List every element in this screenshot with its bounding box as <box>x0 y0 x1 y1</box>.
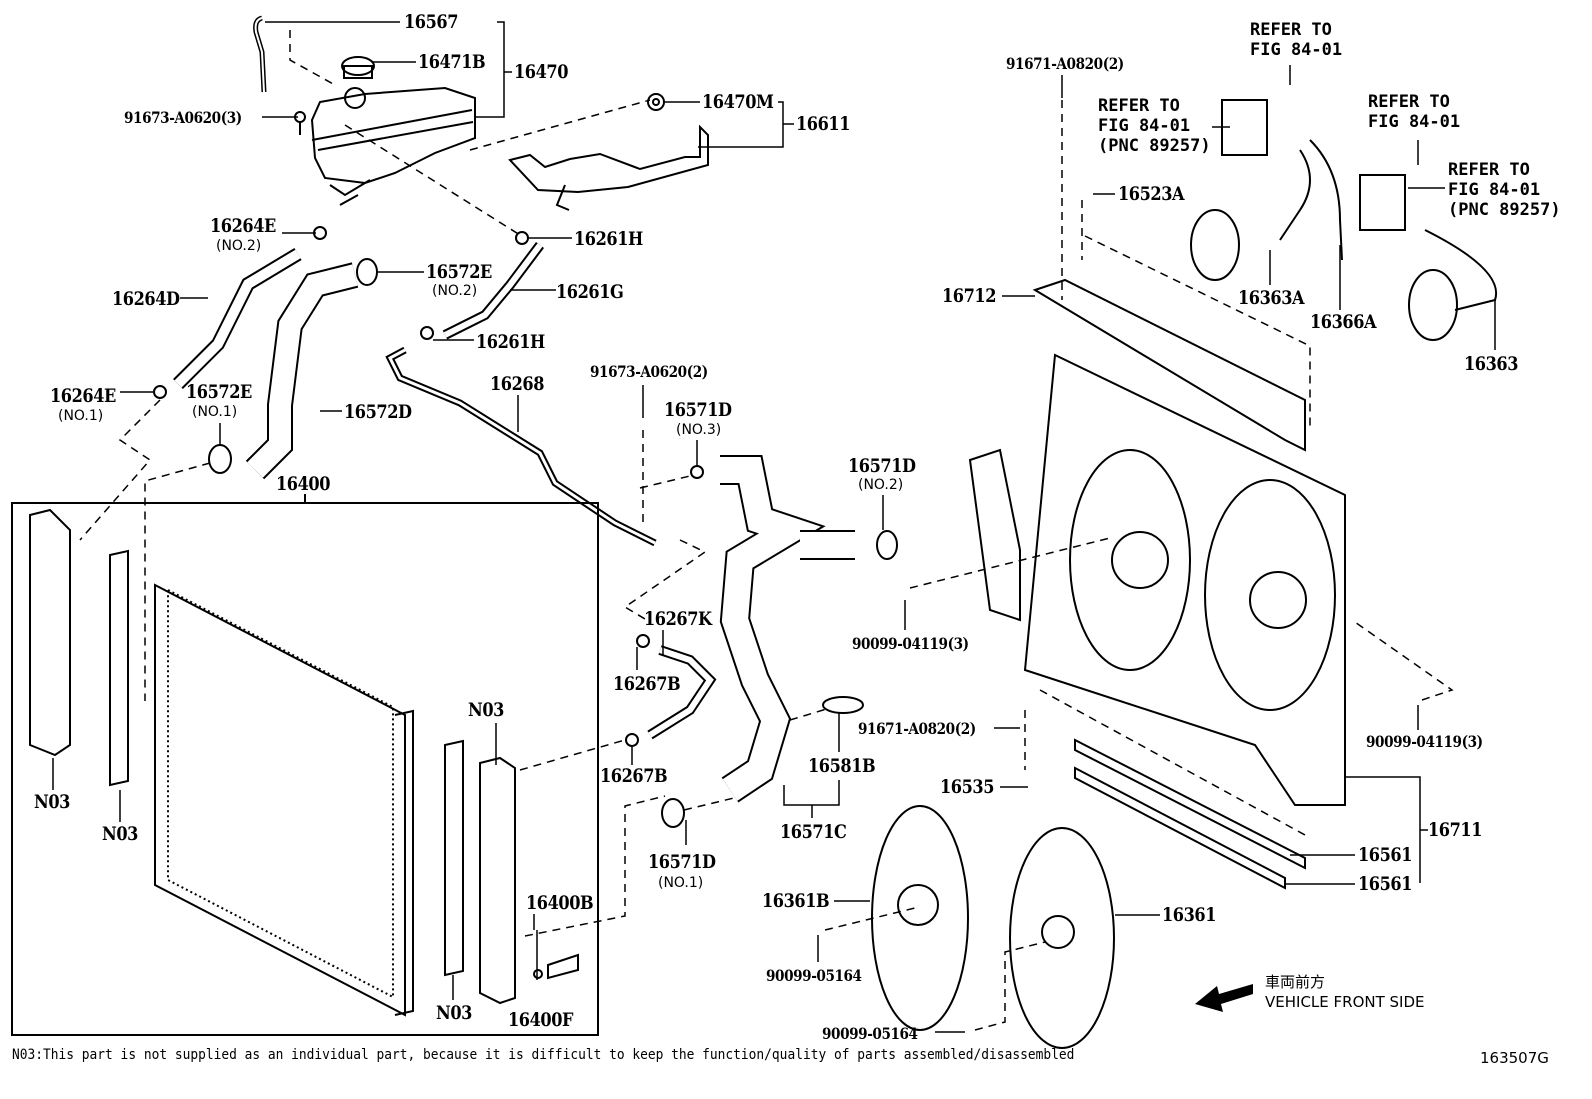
part-label[interactable]: 16581B <box>808 755 876 777</box>
seal-left <box>109 549 129 787</box>
part-label[interactable]: 16471B <box>418 51 486 73</box>
hose-16267k <box>647 645 717 740</box>
part-label[interactable]: N03 <box>102 823 138 845</box>
radiator-tank-right <box>479 756 579 1005</box>
vehicle-front-jp: 車両前方 <box>1265 973 1326 991</box>
bolt-91673-a0620-3 <box>294 111 306 135</box>
clamps <box>153 226 898 828</box>
radiator-core <box>154 583 414 1017</box>
part-label[interactable]: 16561 <box>1358 844 1413 866</box>
part-label[interactable]: 91673-A0620(2) <box>590 362 708 381</box>
pipe-16268 <box>385 346 657 547</box>
radiator-tank-left <box>29 508 71 757</box>
footnote: N03:This part is not supplied as an indi… <box>12 1047 1075 1063</box>
part-label[interactable]: 90099-05164 <box>766 966 862 985</box>
part-label[interactable]: 90099-05164 <box>822 1024 918 1043</box>
part-label[interactable]: 90099-04119(3) <box>1366 732 1483 751</box>
hose-16571c <box>719 455 855 803</box>
part-label[interactable]: 16267B <box>600 765 668 787</box>
part-label[interactable]: 16361B <box>762 890 830 912</box>
part-label[interactable]: 16361 <box>1162 904 1217 926</box>
part-label[interactable]: 16363 <box>1464 353 1519 375</box>
fan-motors <box>1190 99 1498 341</box>
part-label[interactable]: 16400B <box>526 892 594 914</box>
part-label[interactable]: N03 <box>468 699 504 721</box>
vehicle-front-en: VEHICLE FRONT SIDE <box>1265 993 1425 1011</box>
part-label[interactable]: 16571D <box>848 455 916 477</box>
part-label[interactable]: 16264D <box>112 288 180 310</box>
part-note: (NO.1) <box>58 408 104 424</box>
vehicle-front-label: 車両前方 VEHICLE FRONT SIDE <box>1265 972 1425 1012</box>
part-label[interactable]: 16400F <box>508 1009 574 1031</box>
fan-blades <box>871 805 1115 1049</box>
part-label[interactable]: 16261H <box>476 331 545 353</box>
leader-lines <box>52 21 1496 1033</box>
refer-note[interactable]: REFER TO FIG 84-01 <box>1368 92 1461 132</box>
part-note: (NO.2) <box>432 283 478 299</box>
part-label[interactable]: 16572E <box>186 381 252 403</box>
part-label[interactable]: 16363A <box>1238 287 1305 309</box>
radiator-group-box <box>11 502 599 1036</box>
reserve-tank <box>253 15 476 206</box>
part-label[interactable]: 16711 <box>1428 819 1483 841</box>
part-label[interactable]: 16264E <box>210 215 276 237</box>
part-label[interactable]: 16611 <box>796 113 851 135</box>
part-label[interactable]: 16567 <box>404 11 459 33</box>
part-label[interactable]: 16571C <box>780 821 847 843</box>
hose-16572d <box>245 262 359 480</box>
part-label[interactable]: 16268 <box>490 373 545 395</box>
part-label[interactable]: 90099-04119(3) <box>852 634 969 653</box>
refer-note[interactable]: REFER TO FIG 84-01 (PNC 89257) <box>1098 96 1211 156</box>
part-label[interactable]: 91673-A0620(3) <box>124 108 242 127</box>
part-note: (NO.3) <box>676 422 722 438</box>
part-label[interactable]: 91671-A0820(2) <box>1006 54 1124 73</box>
figure-number: 163507G <box>1480 1049 1549 1067</box>
part-label[interactable]: 16267K <box>644 608 712 630</box>
refer-note[interactable]: REFER TO FIG 84-01 (PNC 89257) <box>1448 160 1561 220</box>
part-note: (NO.2) <box>216 238 262 254</box>
part-note: (NO.1) <box>192 404 238 420</box>
part-label[interactable]: 16712 <box>942 285 997 307</box>
part-label[interactable]: 16470M <box>702 91 774 113</box>
part-label[interactable]: 16470 <box>514 61 569 83</box>
part-label[interactable]: 91671-A0820(2) <box>858 719 976 738</box>
part-label[interactable]: 16561 <box>1358 873 1413 895</box>
arrow-left-icon <box>1195 984 1253 1012</box>
part-label[interactable]: N03 <box>34 791 70 813</box>
part-label[interactable]: 16523A <box>1118 183 1185 205</box>
part-label[interactable]: N03 <box>436 1002 472 1024</box>
part-label[interactable]: 16264E <box>50 385 116 407</box>
part-label[interactable]: 16261G <box>556 281 624 303</box>
part-label[interactable]: 16572D <box>344 401 412 423</box>
refer-note[interactable]: REFER TO FIG 84-01 <box>1250 20 1343 60</box>
part-label[interactable]: 16267B <box>613 673 681 695</box>
dashed-connectors <box>79 30 1454 1031</box>
part-label[interactable]: 16571D <box>648 851 716 873</box>
seal-right <box>444 739 464 977</box>
seals-16561 <box>1074 738 1306 890</box>
hose-16264d <box>173 247 302 389</box>
part-label[interactable]: 16261H <box>574 228 643 250</box>
bracket-16611 <box>508 93 709 211</box>
part-label[interactable]: 16366A <box>1310 311 1377 333</box>
fan-shroud-16711 <box>968 278 1346 806</box>
part-note: (NO.1) <box>658 875 704 891</box>
part-label[interactable]: 16535 <box>940 776 995 798</box>
part-label[interactable]: 16572E <box>426 261 492 283</box>
part-label[interactable]: 16571D <box>664 399 732 421</box>
part-note: (NO.2) <box>858 477 904 493</box>
hose-16261g <box>442 242 544 340</box>
part-label[interactable]: 16400 <box>276 473 331 495</box>
